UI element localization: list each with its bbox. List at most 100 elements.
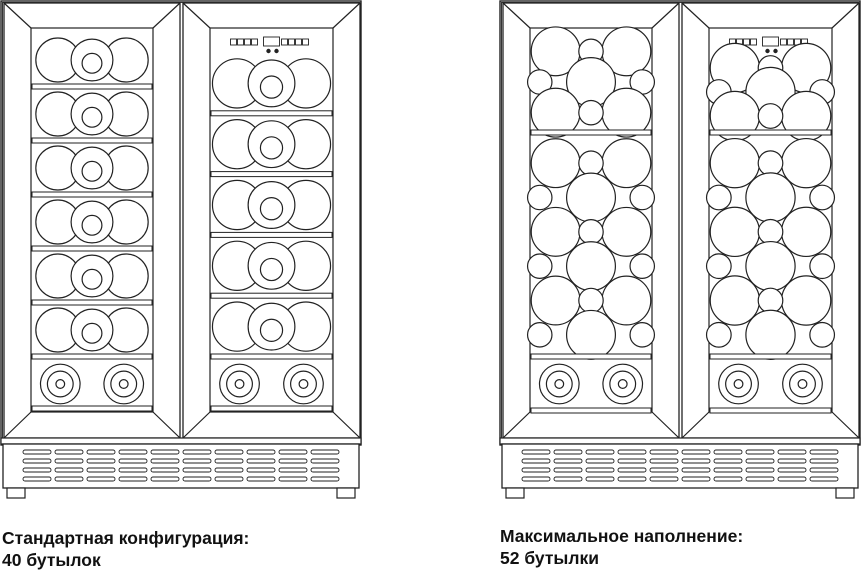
shelf xyxy=(210,292,333,299)
vent-slot xyxy=(22,449,52,455)
vent-slot xyxy=(649,476,679,482)
bottle xyxy=(565,309,616,360)
bottle-neck xyxy=(757,150,784,177)
vent-slot xyxy=(553,476,583,482)
vent-slot xyxy=(681,467,711,473)
temperature-display xyxy=(762,36,779,47)
base-grille xyxy=(499,437,861,489)
vent-slot xyxy=(553,458,583,464)
left-door xyxy=(3,2,181,439)
panel-button xyxy=(288,38,295,46)
shelf xyxy=(210,171,333,178)
large-bottle-cap xyxy=(554,379,565,389)
control-panel xyxy=(230,36,309,54)
bottle xyxy=(565,241,616,292)
vent-slot xyxy=(310,467,340,473)
bottle-neck xyxy=(629,253,656,279)
bottle-neck xyxy=(629,184,656,211)
vent-slot xyxy=(54,458,84,464)
vent-slot xyxy=(553,449,583,455)
bottle xyxy=(745,309,796,361)
bottle-neck xyxy=(259,318,284,342)
bottle-neck xyxy=(809,321,836,348)
vent-slot xyxy=(54,449,84,455)
vent-slot xyxy=(809,449,839,455)
vent-slot xyxy=(86,476,116,482)
shelf xyxy=(31,137,153,144)
vent-slot xyxy=(809,476,839,482)
bottle-neck xyxy=(81,106,103,128)
left-door xyxy=(502,2,680,439)
shelf xyxy=(709,129,832,136)
caption-maximum: Максимальное наполнение: 52 бутылки xyxy=(500,525,743,569)
caption-maximum-count: 52 бутылки xyxy=(500,548,600,568)
panel-button xyxy=(237,38,244,46)
vent-slot xyxy=(745,449,775,455)
vent-slot xyxy=(54,476,84,482)
bottle-neck xyxy=(259,136,284,160)
shelf xyxy=(210,110,333,117)
large-bottle-cap xyxy=(617,379,628,389)
frame-bevel xyxy=(502,411,531,439)
bottle-neck xyxy=(259,75,284,99)
vent-slot xyxy=(22,458,52,464)
large-bottle-cap xyxy=(733,379,744,389)
vent-slot xyxy=(585,449,615,455)
led-indicator xyxy=(773,48,778,54)
vent-slot xyxy=(278,476,308,482)
panel-button xyxy=(743,38,750,46)
vent-slot xyxy=(649,449,679,455)
base-grille xyxy=(0,437,362,489)
shelf xyxy=(31,83,153,90)
base-top-strip xyxy=(499,437,861,445)
shelf xyxy=(31,299,153,306)
frame-bevel xyxy=(681,2,710,29)
caption-standard: Стандартная конфигурация: 40 бутылок xyxy=(2,527,249,571)
vent-slot xyxy=(585,458,615,464)
shelf xyxy=(709,407,832,414)
vent-slot xyxy=(214,458,244,464)
vent-slot xyxy=(310,458,340,464)
right-door xyxy=(182,2,361,439)
vent-slot xyxy=(713,476,743,482)
frame-bevel xyxy=(152,411,181,439)
foot-left xyxy=(505,487,525,499)
vent-slot xyxy=(246,449,276,455)
frame-bevel xyxy=(502,2,531,29)
led-indicator xyxy=(274,48,279,54)
shelf xyxy=(210,405,333,412)
fridge-standard xyxy=(0,0,362,499)
frame-bevel xyxy=(3,2,32,29)
vent-slot xyxy=(585,476,615,482)
vent-slot xyxy=(278,458,308,464)
bottle-neck xyxy=(705,321,732,348)
vent-slot xyxy=(118,458,148,464)
shelf xyxy=(31,405,153,412)
vent-slot xyxy=(521,458,551,464)
panel-button xyxy=(281,38,288,46)
vent-slot xyxy=(681,458,711,464)
bottle-neck xyxy=(578,150,604,176)
vent-slot xyxy=(214,476,244,482)
bottle xyxy=(565,172,616,223)
frame-bevel xyxy=(651,2,680,29)
large-bottle-cap xyxy=(234,379,245,389)
bottle-neck xyxy=(757,103,784,129)
vent-slot xyxy=(86,467,116,473)
bottle-neck xyxy=(578,287,604,314)
led-indicator xyxy=(266,48,271,54)
bottle xyxy=(530,206,581,257)
bottle xyxy=(601,206,652,257)
vent-slot xyxy=(246,476,276,482)
frame-bevel xyxy=(182,411,211,439)
frame-bevel xyxy=(182,2,211,29)
vent-slot xyxy=(22,467,52,473)
vent-slot xyxy=(150,476,180,482)
panel-button xyxy=(230,38,237,46)
shelf xyxy=(709,353,832,360)
caption-standard-title: Стандартная конфигурация: xyxy=(2,528,250,548)
bottle-neck xyxy=(757,287,784,314)
vent-slot xyxy=(681,476,711,482)
panel-button xyxy=(251,38,258,46)
vent-slot xyxy=(745,458,775,464)
